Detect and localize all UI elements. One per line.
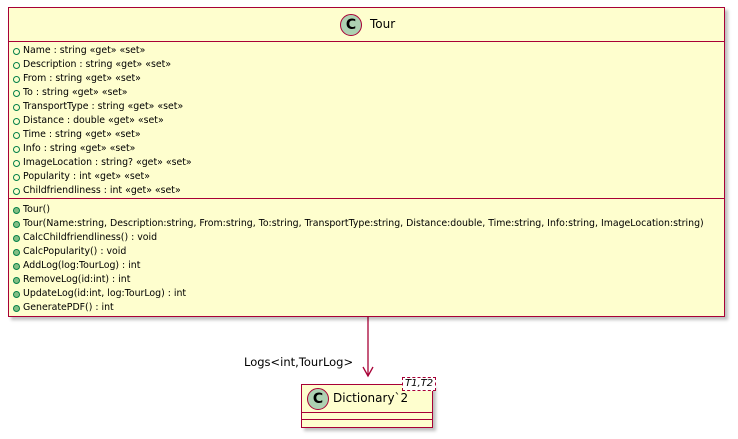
method-calc-popularity: CalcPopularity() : void [13,246,126,258]
field-image-location: ImageLocation : string? «get» «set» [13,157,192,169]
field-popularity: Popularity : int «get» «set» [13,171,150,183]
public-visibility-icon [13,118,20,125]
dictionary-class-header: C Dictionary`2 [302,385,432,413]
field-to: To : string «get» «set» [13,87,128,99]
public-visibility-icon [13,160,20,167]
field-from: From : string «get» «set» [13,73,141,85]
public-visibility-icon [13,188,20,195]
field-transport-type: TransportType : string «get» «set» [13,101,183,113]
public-visibility-icon [13,132,20,139]
field-childfriendliness: Childfriendliness : int «get» «set» [13,185,181,197]
method-tour-default-constructor: Tour() [13,204,50,216]
public-method-icon [13,207,20,214]
tour-fields: Name : string «get» «set» Description : … [9,42,724,199]
field-info: Info : string «get» «set» [13,143,135,155]
class-icon: C [307,388,329,410]
method-generate-pdf: GeneratePDF() : int [13,302,114,314]
association-label: Logs<int,TourLog> [244,355,354,369]
type-parameters: T1,T2 [402,377,437,391]
public-method-icon [13,305,20,312]
method-add-log: AddLog(log:TourLog) : int [13,260,140,272]
field-name: Name : string «get» «set» [13,45,145,57]
public-visibility-icon [13,146,20,153]
method-tour-constructor: Tour(Name:string, Description:string, Fr… [13,218,704,230]
tour-class[interactable]: C Tour Name : string «get» «set» Descrip… [8,7,725,317]
public-method-icon [13,277,20,284]
dictionary-fields [302,413,432,420]
field-description: Description : string «get» «set» [13,59,171,71]
dictionary-class[interactable]: C Dictionary`2 [301,384,433,428]
field-distance: Distance : double «get» «set» [13,115,164,127]
dictionary-methods [302,420,432,426]
method-remove-log: RemoveLog(id:int) : int [13,274,130,286]
public-visibility-icon [13,62,20,69]
public-visibility-icon [13,90,20,97]
public-method-icon [13,235,20,242]
public-visibility-icon [13,104,20,111]
tour-class-name: Tour [370,17,396,31]
dictionary-class-name: Dictionary`2 [333,391,409,405]
class-icon: C [340,14,362,36]
field-time: Time : string «get» «set» [13,129,141,141]
public-method-icon [13,263,20,270]
tour-methods: Tour() Tour(Name:string, Description:str… [9,199,724,315]
tour-class-header: C Tour [9,8,724,42]
public-visibility-icon [13,174,20,181]
public-visibility-icon [13,76,20,83]
public-method-icon [13,221,20,228]
method-calc-childfriendliness: CalcChildfriendliness() : void [13,232,157,244]
public-method-icon [13,249,20,256]
public-visibility-icon [13,48,20,55]
method-update-log: UpdateLog(id:int, log:TourLog) : int [13,288,186,300]
public-method-icon [13,291,20,298]
